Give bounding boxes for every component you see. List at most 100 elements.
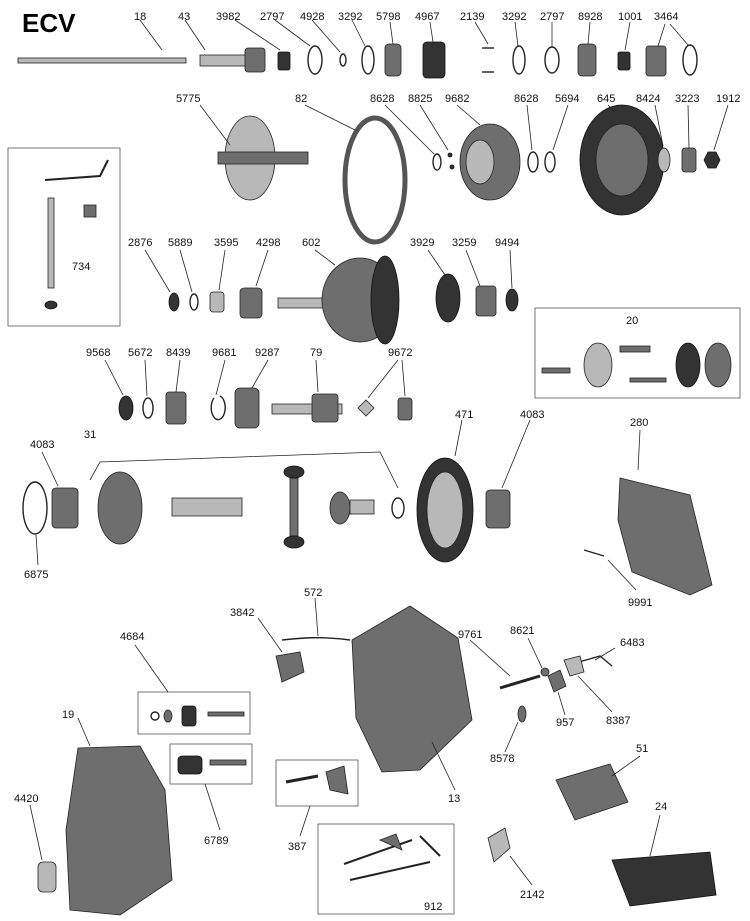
part-3982-bearing [234, 19, 291, 71]
label-4967: 4967 [415, 11, 439, 23]
inset-box-912 [317, 823, 455, 915]
part-79-pinion-shaft [271, 359, 343, 423]
part-8628-clip-2 [526, 104, 539, 173]
part-8928-gear [577, 21, 597, 77]
part-1912-nut [703, 104, 729, 169]
label-24: 24 [655, 801, 667, 813]
label-9991: 9991 [628, 597, 652, 609]
part-18-shaft [17, 19, 187, 64]
label-5889: 5889 [168, 237, 192, 249]
part-2142-bracket [487, 827, 533, 886]
part-3259-bearing [465, 249, 497, 317]
label-6789: 6789 [204, 835, 228, 847]
part-912-shift-assembly [343, 833, 441, 881]
label-572: 572 [304, 587, 322, 599]
part-602-carrier [277, 249, 400, 345]
part-5889-washer [179, 249, 199, 311]
label-4298: 4298 [256, 237, 280, 249]
part-24-oil-pan [611, 814, 717, 907]
label-9672: 9672 [388, 347, 412, 359]
part-4083-bearing [41, 451, 79, 529]
label-2797: 2797 [260, 11, 284, 23]
label-2142: 2142 [520, 889, 544, 901]
part-8439-bearing [165, 359, 187, 425]
part-2876-washer [144, 249, 180, 312]
part-4928-clip [311, 19, 347, 67]
label-8578: 8578 [490, 753, 514, 765]
part-2139-spacer [474, 21, 494, 73]
part-9568-seal [104, 359, 134, 421]
label-2797-2: 2797 [540, 11, 564, 23]
label-19: 19 [62, 709, 74, 721]
part-8621-detent [527, 637, 550, 677]
part-8628-clip [384, 104, 442, 171]
label-79: 79 [310, 347, 322, 359]
label-9681: 9681 [212, 347, 236, 359]
part-8424-washer [654, 104, 671, 173]
part-387-shift-fork [285, 765, 349, 837]
part-9991-pin [583, 549, 637, 591]
part-645-drum [579, 104, 665, 216]
part-471-ring-gear [416, 419, 474, 563]
label-645: 645 [597, 93, 615, 105]
label-3464: 3464 [654, 11, 678, 23]
part-labels: 18 43 3982 2797 4928 3292 5798 4967 2139… [14, 11, 740, 913]
label-51: 51 [636, 743, 648, 755]
part-2797-ring-2 [544, 22, 560, 74]
label-82: 82 [295, 93, 307, 105]
label-3292-2: 3292 [502, 11, 526, 23]
label-1001: 1001 [618, 11, 642, 23]
part-734-linkage [44, 159, 109, 310]
label-6483: 6483 [620, 637, 644, 649]
part-5775-shaft [199, 104, 309, 201]
part-3842-bracket [257, 617, 305, 683]
label-31: 31 [84, 429, 96, 441]
inset-box-20 [534, 307, 741, 399]
diagram-title: ECV [22, 8, 76, 38]
label-4928: 4928 [300, 11, 324, 23]
label-18: 18 [134, 11, 146, 23]
label-8628-2: 8628 [514, 93, 538, 105]
label-3842: 3842 [230, 607, 254, 619]
label-8621: 8621 [510, 625, 534, 637]
label-3595: 3595 [214, 237, 238, 249]
part-43-shaft [184, 19, 266, 73]
inset-box-6789 [169, 743, 253, 785]
label-8439: 8439 [166, 347, 190, 359]
part-3223-bearing [681, 104, 697, 173]
label-9287: 9287 [255, 347, 279, 359]
label-280: 280 [630, 417, 648, 429]
part-6875-ring [22, 481, 48, 566]
label-9682: 9682 [445, 93, 469, 105]
part-3464-bearing [645, 23, 698, 77]
part-31-differential [89, 451, 405, 549]
part-957-lever [547, 669, 567, 716]
label-4684: 4684 [120, 631, 144, 643]
part-9672-bearing [357, 359, 413, 421]
label-4083-2: 4083 [520, 409, 544, 421]
label-8825: 8825 [408, 93, 432, 105]
label-43: 43 [178, 11, 190, 23]
part-3292-ring [351, 19, 375, 75]
part-572-cable [281, 597, 351, 641]
label-471: 471 [455, 409, 473, 421]
part-5694-washer [544, 104, 569, 173]
label-3292: 3292 [338, 11, 362, 23]
part-280-case [617, 429, 713, 596]
part-1001-bearing [617, 21, 631, 71]
part-13-transaxle-case [351, 605, 473, 791]
inset-box-387 [275, 759, 359, 807]
part-19-housing [65, 717, 173, 916]
label-9761: 9761 [458, 629, 482, 641]
label-912: 912 [424, 901, 442, 913]
label-8424: 8424 [636, 93, 660, 105]
label-3929: 3929 [410, 237, 434, 249]
label-387: 387 [288, 841, 306, 853]
part-20-valve-assembly [541, 342, 732, 388]
part-9761-rod [469, 639, 541, 690]
label-3223: 3223 [675, 93, 699, 105]
label-9568: 9568 [86, 347, 110, 359]
part-51-valve-body [555, 755, 641, 821]
label-8928: 8928 [578, 11, 602, 23]
